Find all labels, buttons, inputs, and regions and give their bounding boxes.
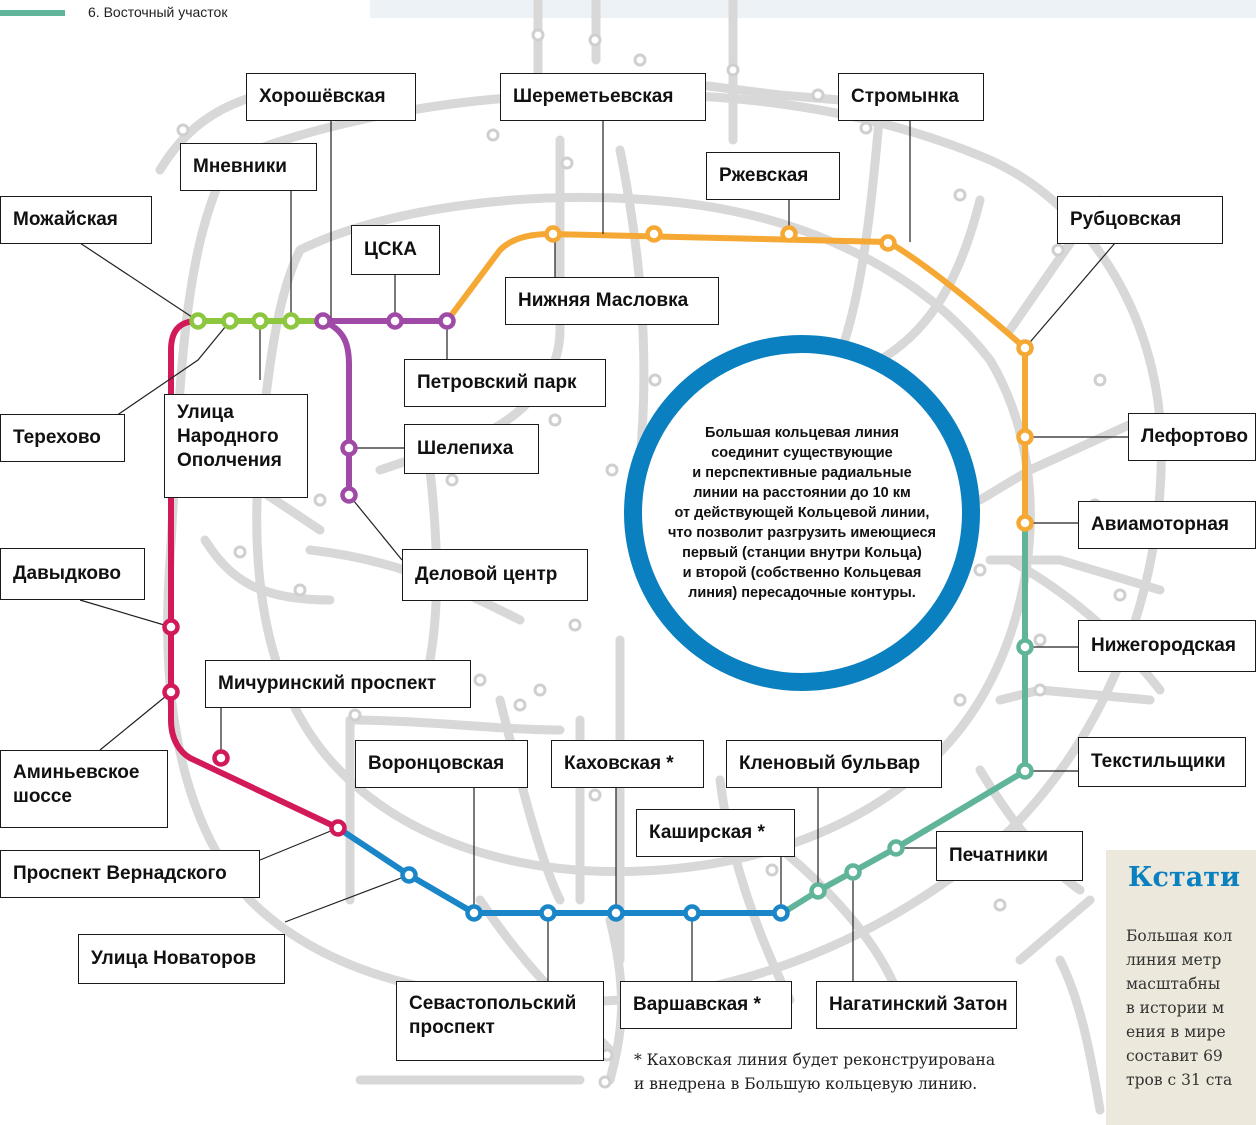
station-label-varshavskaya: Варшавская * [620,981,792,1029]
marker-kashirskaya [772,904,790,922]
station-label-petrovsky-park: Петровский парк [404,359,606,407]
kstati-sidebar: Кстати Большая кол линия метр масштабны … [1106,850,1256,1125]
footnote: * Каховская линия будет реконструирована… [634,1051,996,1093]
station-label-kashirskaya: Каширская * [636,809,795,857]
station-label-prospekt-vernadskogo: Проспект Вернадского [0,850,260,898]
station-label-lefortovo: Лефортово [1128,413,1256,461]
marker-varshavskaya [683,904,701,922]
marker-green-3 [251,312,269,330]
marker-stromynka [879,234,897,252]
marker-tekstilshchiki [1016,762,1034,780]
station-label-nizhnyaya-maslovka: Нижняя Масловка [505,277,719,325]
marker-rubtsovskaya [1016,339,1034,357]
station-label-ulitsa-narodnogo-opolcheniya: Улица Народного Ополчения [164,394,308,498]
marker-kakhovskaya [607,904,625,922]
marker-mozhayskaya [189,312,207,330]
marker-delovoy-tsentr [340,486,358,504]
marker-davydkovo [162,618,180,636]
leader-lines [79,116,1128,981]
marker-pechatniki [887,839,905,857]
station-markers [162,225,1034,922]
marker-petrovsky-park [438,312,456,330]
marker-rzhevskaya [780,225,798,243]
marker-aminyevskoe [162,683,180,701]
marker-aviamotornaya [1016,514,1034,532]
marker-khoroshevskaya [314,312,332,330]
station-label-mnevniki: Мневники [180,143,317,191]
station-label-michurinsky-prospekt: Мичуринский проспект [205,660,471,708]
marker-shelepikha [340,439,358,457]
station-label-kakhovskaya: Каховская * [551,740,704,788]
station-label-vorontsovskaya: Воронцовская [355,740,528,788]
station-label-khoroshevskaya: Хорошёвская [246,73,416,121]
station-label-delovoy-tsentr: Деловой центр [402,549,588,601]
station-label-sevastopolsky-prospekt: Севастопольский проспект [396,981,604,1061]
info-circle-text: Большая кольцевая линия соединит существ… [667,425,936,601]
marker-ulitsa-novatorov [400,866,418,884]
station-label-terekhovo: Терехово [0,414,125,462]
kstati-body: Большая кол линия метр масштабны в истор… [1126,927,1233,1089]
marker-michurinsky [212,749,230,767]
station-label-pechatniki: Печатники [936,831,1083,881]
marker-nizhnyaya-maslovka [544,225,562,243]
station-label-tekstilshchiki: Текстильщики [1078,737,1246,787]
info-circle: Большая кольцевая линия соединит существ… [624,335,980,691]
station-label-nizhegorodskaya: Нижегородская [1078,620,1256,672]
marker-green-2 [221,312,239,330]
line-crimson-segment [168,318,340,831]
station-label-rubtsovskaya: Рубцовская [1057,196,1223,244]
station-label-stromynka: Стромынка [838,73,984,121]
marker-vorontsovskaya [465,904,483,922]
line-blue-segment [336,825,781,916]
marker-cska [386,312,404,330]
marker-klenovy-bulvar [809,882,827,900]
station-label-nagatinsky-zaton: Нагатинский Затон [816,981,1017,1029]
station-label-cska: ЦСКА [351,225,440,275]
station-label-shelepikha: Шелепиха [404,424,539,474]
marker-sheremetyevskaya [645,225,663,243]
marker-sevastopolsky [539,904,557,922]
kstati-title: Кстати [1128,862,1240,893]
marker-prospekt-vernadskogo [329,819,347,837]
legend-label: 6. Восточный участок [88,4,228,20]
marker-nagatinsky-zaton [844,863,862,881]
station-label-klenovy-bulvar: Кленовый бульвар [726,740,942,788]
station-label-ulitsa-novatorov: Улица Новаторов [78,934,285,984]
line-orange-segment [444,231,1028,523]
legend-swatch [0,10,65,16]
station-label-aminyevskoe-shosse: Аминьевское шоссе [0,750,168,828]
station-label-mozhayskaya: Можайская [0,196,152,244]
marker-lefortovo [1016,428,1034,446]
station-label-sheremetyevskaya: Шереметьевская [500,73,706,121]
station-label-rzhevskaya: Ржевская [706,152,840,200]
marker-nizhegorodskaya [1016,638,1034,656]
station-label-aviamotornaya: Авиамоторная [1078,501,1256,549]
station-label-davydkovo: Давыдково [0,548,145,600]
marker-mnevniki [282,312,300,330]
